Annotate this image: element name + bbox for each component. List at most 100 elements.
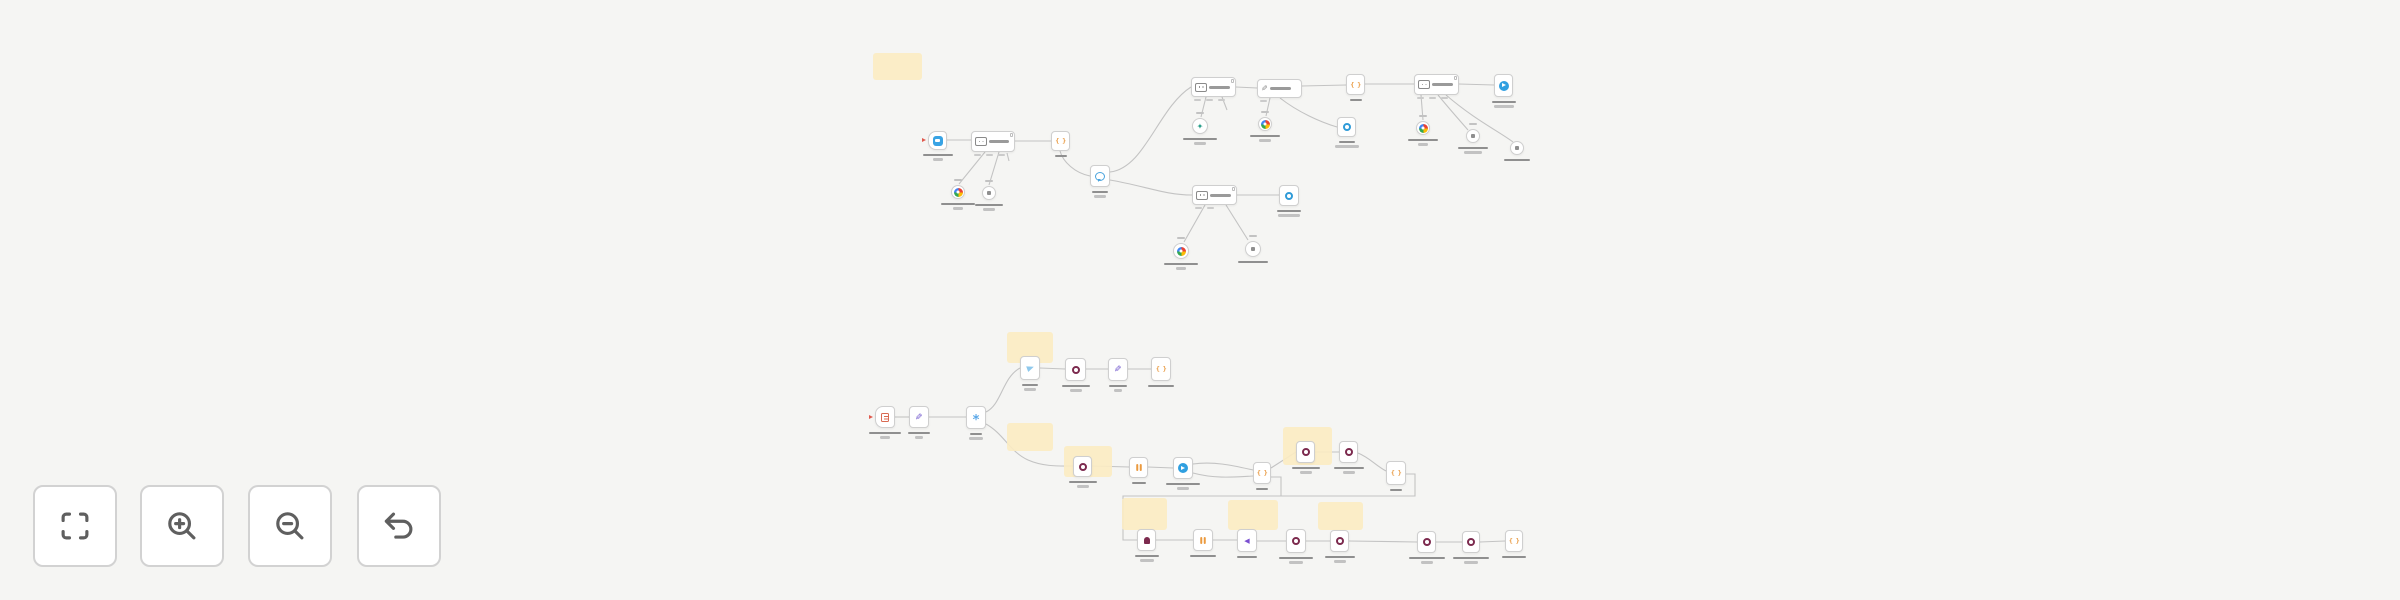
- code-braces-icon: [1350, 81, 1360, 89]
- node-label-line: [1342, 471, 1355, 474]
- node-label-line: [1493, 105, 1514, 108]
- zoom-in-button[interactable]: [140, 485, 224, 567]
- model-circle-3[interactable]: [1258, 117, 1272, 131]
- code-node-3[interactable]: [1151, 357, 1171, 381]
- tool-circle-2[interactable]: [1510, 141, 1524, 155]
- chat-trigger[interactable]: [928, 131, 947, 150]
- port-label: [1195, 207, 1202, 209]
- ring-maroon-icon: [1078, 462, 1087, 471]
- sticky-note[interactable]: [1318, 502, 1363, 530]
- node-label-line: [1338, 141, 1355, 144]
- node-title-text: [1432, 83, 1453, 86]
- sticky-note[interactable]: [1007, 423, 1053, 451]
- form-trigger[interactable]: [875, 406, 895, 428]
- node-label-line: [1176, 267, 1186, 270]
- zoom-out-button[interactable]: [248, 485, 332, 567]
- sticky-note[interactable]: [1228, 500, 1278, 530]
- node-label-line: [1453, 557, 1489, 560]
- connection-edge: [958, 151, 986, 185]
- node-label-line: [1333, 560, 1346, 563]
- ai-agent-3[interactable]: [1414, 74, 1459, 95]
- ai-agent-2[interactable]: [1191, 77, 1236, 97]
- connection-edge: [1147, 466, 1174, 469]
- maroon-node-7[interactable]: [1417, 531, 1436, 553]
- node-badge: [1009, 133, 1013, 137]
- maroon-node-3[interactable]: [1296, 441, 1315, 463]
- model-circle-2[interactable]: [1192, 118, 1208, 134]
- undo-button[interactable]: [357, 485, 441, 567]
- edit-fields-node-2[interactable]: [1108, 358, 1128, 381]
- send-message-node-3[interactable]: [1173, 457, 1193, 479]
- pause-icon: [1202, 537, 1204, 544]
- ai-agent-1[interactable]: [971, 131, 1015, 152]
- code-braces-icon: [1156, 365, 1166, 373]
- node-label-line: [1148, 385, 1174, 388]
- tool-circle-1[interactable]: [1466, 129, 1480, 143]
- maroon-node-8[interactable]: [1462, 531, 1480, 553]
- connection-edge: [1192, 472, 1254, 478]
- node-label-line: [1299, 471, 1312, 474]
- bell-node[interactable]: [1137, 529, 1156, 551]
- maroon-node-4[interactable]: [1339, 441, 1358, 463]
- send-message-node-1[interactable]: [1494, 74, 1513, 97]
- speaker-node[interactable]: [1237, 529, 1257, 552]
- node-label-line: [1469, 123, 1477, 126]
- maroon-node-5[interactable]: [1286, 529, 1306, 553]
- ring-blue-icon: [1342, 123, 1351, 131]
- model-circle-4[interactable]: [1416, 121, 1430, 135]
- undo-icon: [384, 512, 413, 539]
- sub-node-port-labels: [974, 154, 1005, 156]
- connection-edge: [1109, 86, 1192, 173]
- wait-node-2[interactable]: [1193, 529, 1213, 551]
- pencil-icon: [915, 412, 923, 423]
- model-circle-1[interactable]: [951, 185, 965, 199]
- filter-node[interactable]: [966, 406, 986, 429]
- node-label-line: [1334, 145, 1359, 148]
- port-label: [1194, 99, 1201, 101]
- memory-circle-2[interactable]: [1245, 241, 1261, 257]
- node-label-line: [1278, 214, 1300, 217]
- sticky-note[interactable]: [1122, 498, 1167, 530]
- tool-node-1[interactable]: [1257, 79, 1302, 98]
- ring-blue-icon: [1285, 191, 1293, 200]
- node-label-line: [1194, 142, 1206, 145]
- maroon-node-1[interactable]: [1065, 358, 1086, 381]
- node-label-line: [1237, 556, 1257, 559]
- model-circle-5[interactable]: [1173, 243, 1189, 259]
- send-node-light[interactable]: [1020, 356, 1040, 380]
- code-node-4[interactable]: [1253, 462, 1271, 484]
- memory-circle-1[interactable]: [982, 186, 996, 200]
- blue-ring-node[interactable]: [1337, 117, 1356, 137]
- paper-plane-icon: [1498, 80, 1509, 91]
- code-braces-icon: [1391, 469, 1401, 477]
- robot-icon: [1195, 82, 1207, 92]
- wait-node-1[interactable]: [1129, 457, 1148, 478]
- robot-icon: [1418, 80, 1430, 89]
- node-label-line: [1139, 559, 1154, 562]
- node-label-line: [908, 432, 930, 435]
- connection-edge: [1235, 86, 1258, 89]
- edit-fields-node-1[interactable]: [909, 406, 929, 428]
- maroon-node-6[interactable]: [1330, 530, 1349, 552]
- code-node-5[interactable]: [1386, 461, 1406, 485]
- paper-plane-light-icon: [1027, 365, 1034, 371]
- asterisk-icon: [973, 408, 980, 428]
- connection-edge: [1109, 179, 1193, 196]
- connection-edge: [1279, 97, 1338, 128]
- node-label-line: [1349, 99, 1362, 102]
- chat-hub-node[interactable]: [1090, 165, 1110, 187]
- sticky-note[interactable]: [873, 53, 922, 80]
- code-node-1[interactable]: [1051, 131, 1070, 151]
- zoom-to-fit-button[interactable]: [33, 485, 117, 567]
- multicolor-circle-icon: [953, 187, 963, 197]
- paper-plane-icon: [1178, 463, 1188, 473]
- code-node-6[interactable]: [1505, 530, 1523, 552]
- node-label-line: [1289, 561, 1303, 564]
- dot-icon: [1471, 134, 1475, 138]
- connection-edge: [1039, 367, 1066, 370]
- code-node-2[interactable]: [1346, 74, 1365, 95]
- ai-agent-4[interactable]: [1192, 185, 1237, 205]
- send-message-node-2[interactable]: [1279, 185, 1299, 206]
- maroon-node-2[interactable]: [1073, 456, 1092, 477]
